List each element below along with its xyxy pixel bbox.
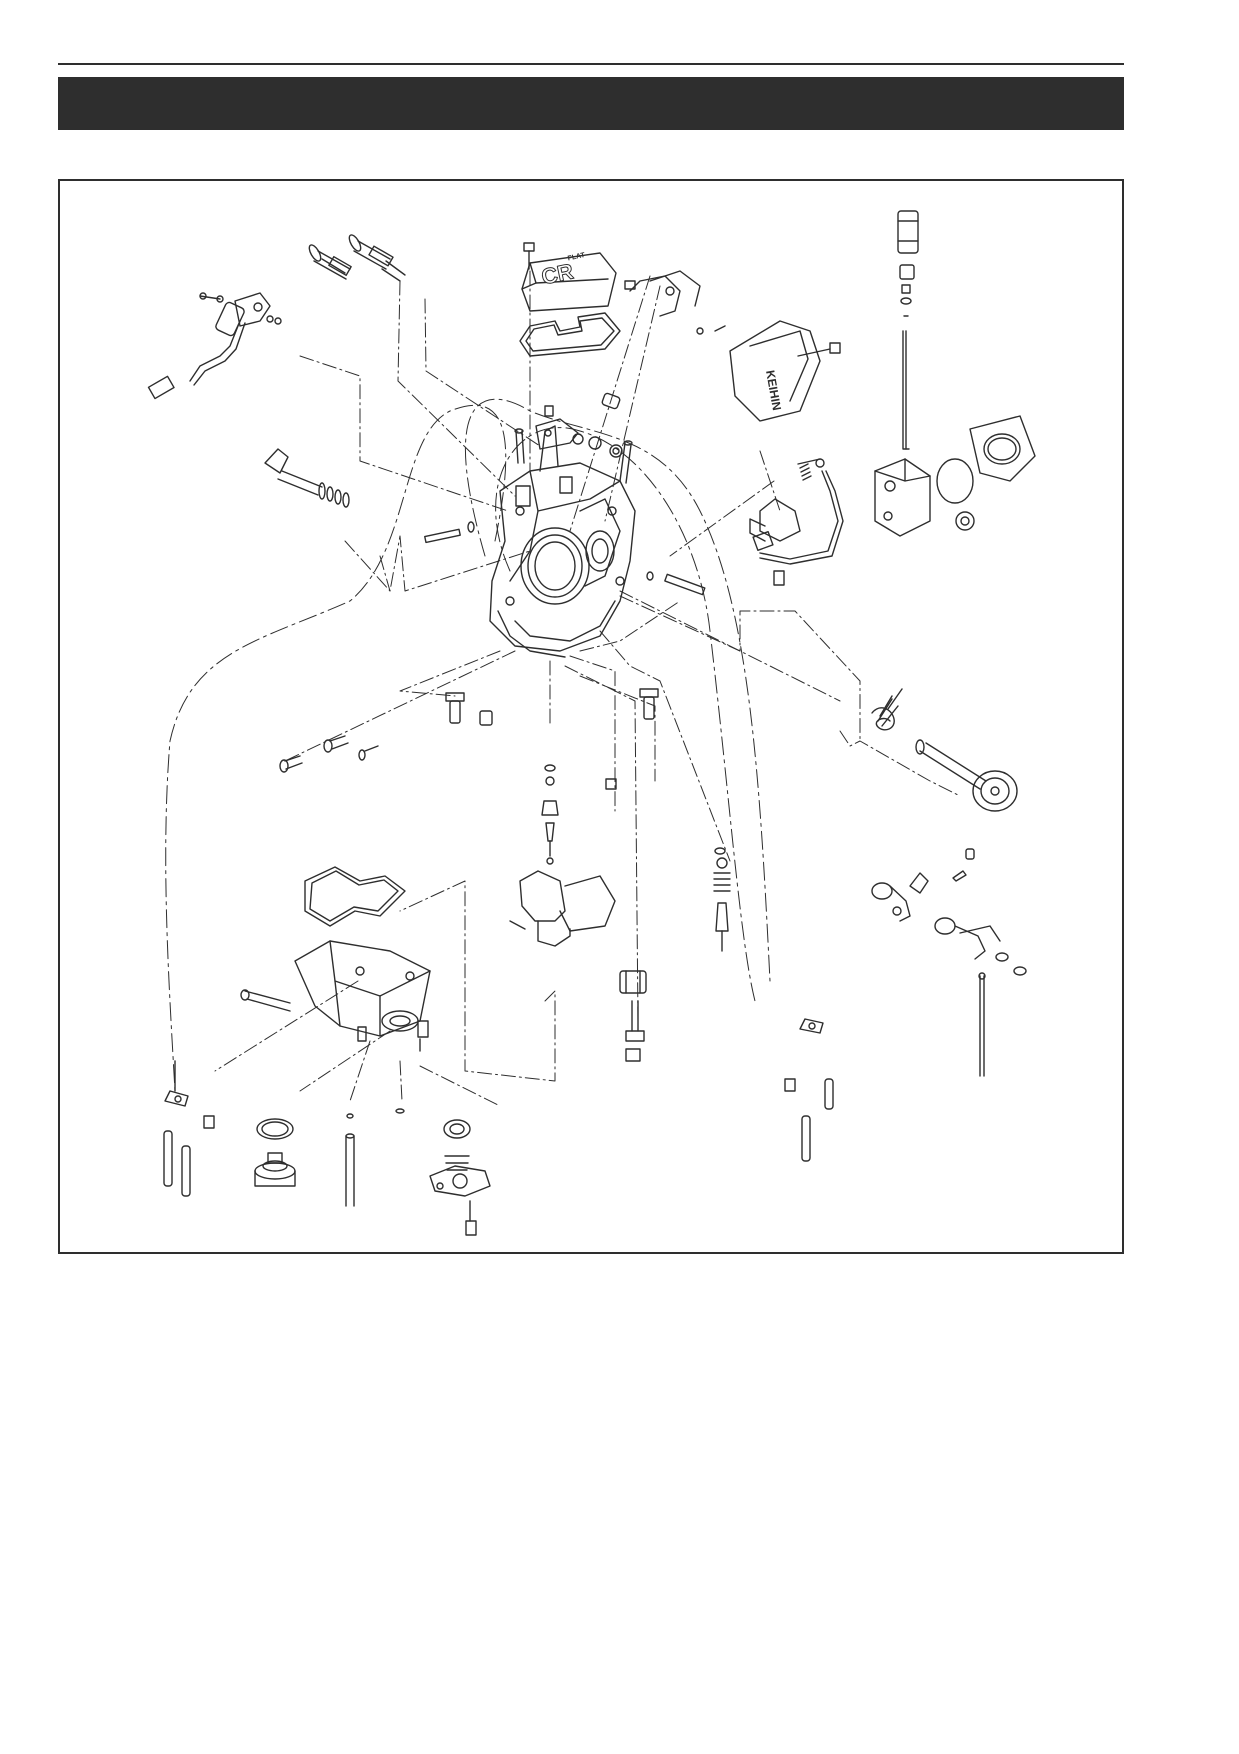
air-screw-assembly — [308, 234, 406, 282]
top-cover-assembly: CR FLAT — [519, 242, 621, 357]
keihin-brand-text: KEIHIN — [763, 369, 784, 411]
left-cable-ends — [163, 1060, 215, 1197]
float-bowl-gasket — [304, 866, 406, 927]
flat-logo-text: FLAT — [567, 252, 586, 263]
cable-routing-lines — [165, 398, 771, 1092]
pilot-rod — [646, 571, 706, 596]
drain-plug-assembly — [254, 1118, 296, 1187]
pump-cover-assembly — [429, 1119, 491, 1236]
cr-logo-text: CR — [539, 258, 575, 289]
jet-assembly — [445, 688, 659, 947]
exploded-carburetor-diagram: CR FLAT KEIHIN — [147, 210, 1036, 1236]
throttle-link-parts — [871, 848, 1027, 1077]
throttle-shaft-assembly — [871, 688, 1018, 812]
right-cable-ends — [784, 1018, 834, 1162]
carburetor-body — [489, 392, 636, 658]
leader-lines — [214, 270, 961, 1107]
throttle-cover-assembly: KEIHIN — [624, 270, 841, 422]
top-rule — [58, 63, 1124, 65]
needle-jet-assembly — [619, 970, 647, 1062]
diagram-frame: CR FLAT KEIHIN — [58, 179, 1124, 1254]
fuel-inlet-fitting — [264, 448, 350, 508]
linkage-rod — [749, 458, 844, 586]
accelerator-pump-plunger — [713, 847, 731, 952]
float-bowl — [240, 940, 431, 1052]
throttle-sensor-assembly — [147, 292, 282, 400]
overflow-tube — [345, 1108, 405, 1207]
idle-pin — [424, 521, 475, 544]
angled-screws — [279, 735, 379, 773]
starter-plunger-assembly — [874, 210, 1036, 537]
header-bar — [58, 77, 1124, 130]
spring — [799, 463, 812, 481]
